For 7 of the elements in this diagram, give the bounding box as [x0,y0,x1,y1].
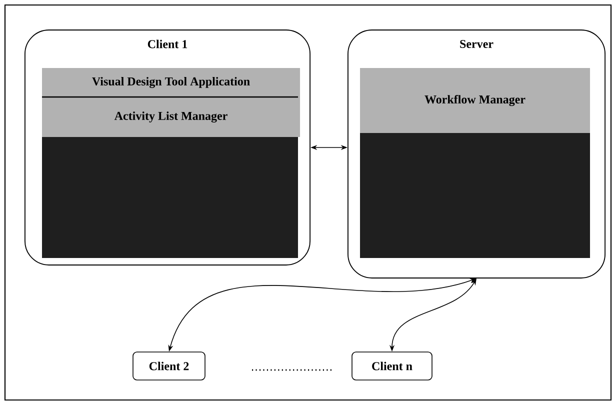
module-band: Activity List Manager [42,97,300,137]
client-box: Client 2 [132,352,206,380]
module-band: Visual Design Tool Application [42,68,300,98]
module-band: Workflow Manager [360,68,590,134]
client-box: Client n [352,352,432,380]
module-block [360,132,590,258]
module-block [42,136,298,258]
